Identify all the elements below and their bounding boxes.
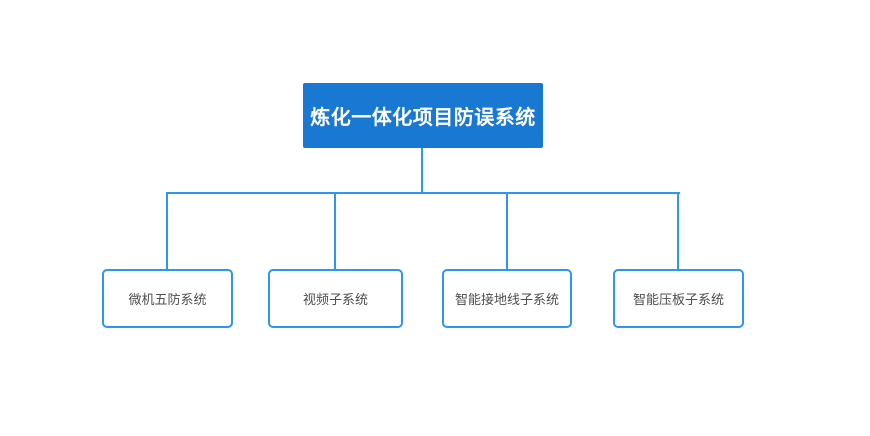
root-node-label: 炼化一体化项目防误系统 xyxy=(310,105,536,129)
connector-vertical-4 xyxy=(677,192,679,269)
child-node-label: 视频子系统 xyxy=(302,293,368,308)
child-node-video: 视频子系统 xyxy=(268,269,403,328)
child-node-grounding: 智能接地线子系统 xyxy=(442,269,572,328)
child-node-wjwf: 微机五防系统 xyxy=(102,269,233,328)
child-node-label: 微机五防系统 xyxy=(128,293,207,308)
connector-root-stem xyxy=(421,148,423,193)
child-node-pressplate: 智能压板子系统 xyxy=(613,269,744,328)
connector-vertical-3 xyxy=(506,192,508,269)
root-node: 炼化一体化项目防误系统 xyxy=(303,83,543,148)
connector-vertical-1 xyxy=(166,192,168,269)
child-node-label: 智能压板子系统 xyxy=(632,293,724,308)
connector-horizontal-bar xyxy=(166,192,680,194)
child-node-label: 智能接地线子系统 xyxy=(454,293,559,308)
connector-vertical-2 xyxy=(334,192,336,269)
